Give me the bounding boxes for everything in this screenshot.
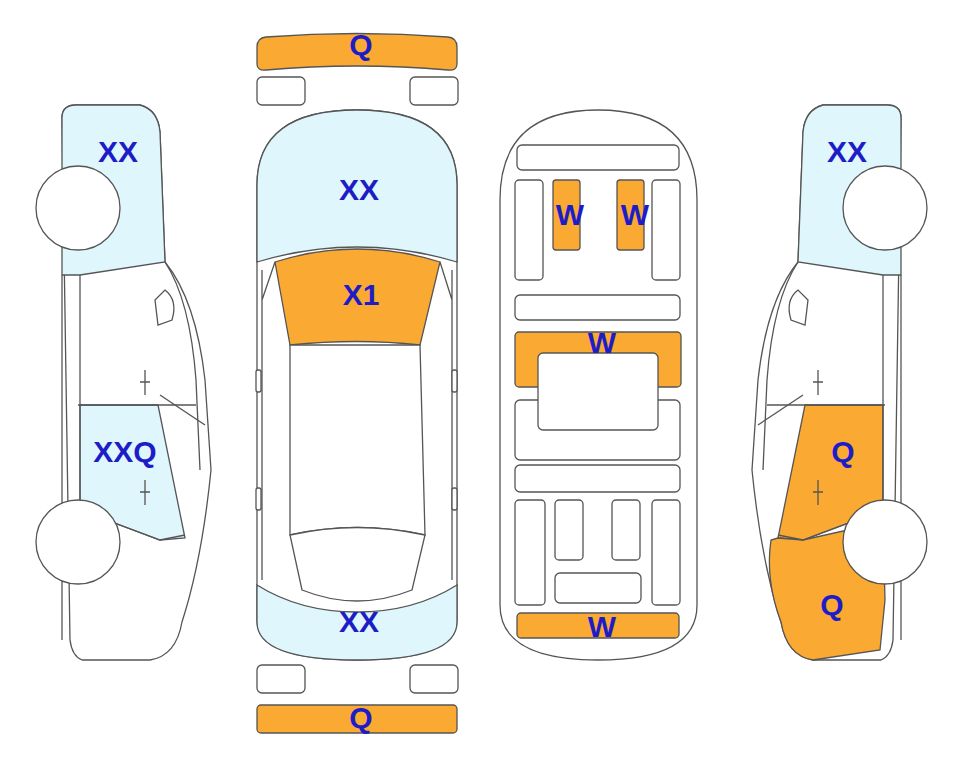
damage-code: XX [339,606,379,638]
front-bumper-region: Q [345,27,376,63]
damage-code: Q [820,589,843,621]
damage-code: XX [339,174,379,206]
hood-region: XX [335,172,383,208]
underside-region: W [552,197,588,233]
damage-code: X1 [343,279,380,311]
damage-code: Q [831,436,854,468]
damage-code: XXQ [93,436,156,468]
trunk-region: XX [335,604,383,640]
left-rear-door-region: XXQ [89,434,160,470]
damage-code: XX [827,136,867,168]
damage-code: W [588,327,616,359]
underside-region: W [584,325,620,361]
right-rear-door-region: Q [827,434,858,470]
right-front-region: XX [823,134,871,170]
damage-code: Q [349,702,372,734]
damage-code: Q [349,29,372,61]
damage-code: XX [98,136,138,168]
damage-code: W [621,199,649,231]
damage-code: W [588,611,616,643]
underside-region: W [584,609,620,645]
underside-region: W [617,197,653,233]
windshield-region: X1 [339,277,384,313]
right-rear-quarter-region: Q [816,587,847,623]
damage-code: W [556,199,584,231]
left-front-region: XX [94,134,142,170]
rear-bumper-region: Q [345,700,376,736]
